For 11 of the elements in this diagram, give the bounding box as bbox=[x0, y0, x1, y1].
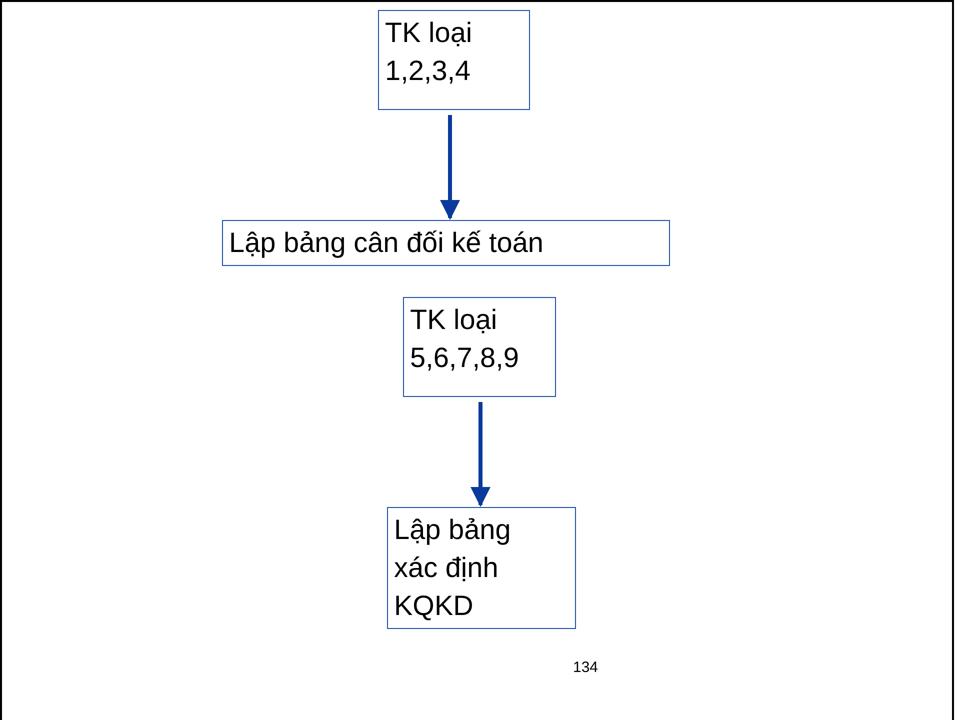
box-text: TK loại 1,2,3,4 bbox=[385, 16, 474, 88]
box-text: Lập bảng cân đối kế toán bbox=[229, 226, 544, 260]
process-box bbox=[222, 220, 670, 266]
process-box bbox=[403, 297, 556, 397]
page-number: 134 bbox=[573, 658, 598, 678]
arrow bbox=[470, 402, 490, 507]
box-text: TK loại 5,6,7,8,9 bbox=[410, 303, 519, 375]
process-box bbox=[378, 10, 530, 110]
arrow bbox=[440, 115, 460, 220]
box-text: Lập bảng xác định KQKD bbox=[394, 513, 512, 623]
process-box bbox=[387, 507, 576, 629]
